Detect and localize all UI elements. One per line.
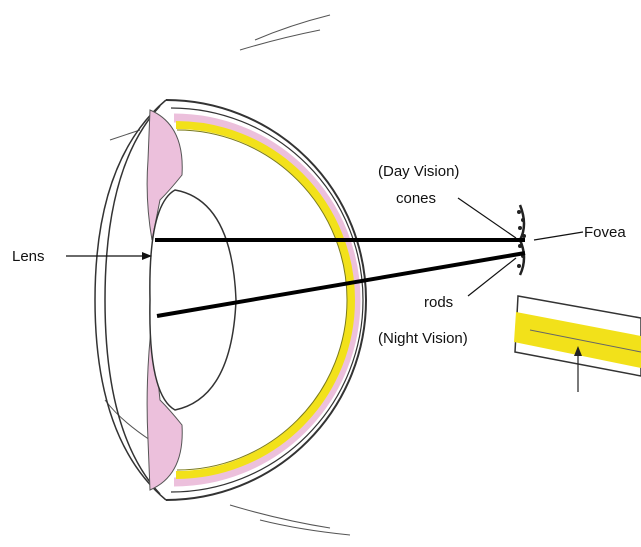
lens-label: Lens (12, 248, 45, 265)
night-vision-label: (Night Vision) (378, 330, 468, 347)
cones-label: cones (396, 190, 436, 207)
rods-leader (468, 258, 516, 296)
fovea-label: Fovea (584, 224, 626, 241)
optic-nerve (514, 296, 641, 392)
cones-leader (458, 198, 516, 238)
day-vision-label: (Day Vision) (378, 163, 459, 180)
rods-label: rods (424, 294, 453, 311)
fovea-leader (534, 232, 583, 240)
